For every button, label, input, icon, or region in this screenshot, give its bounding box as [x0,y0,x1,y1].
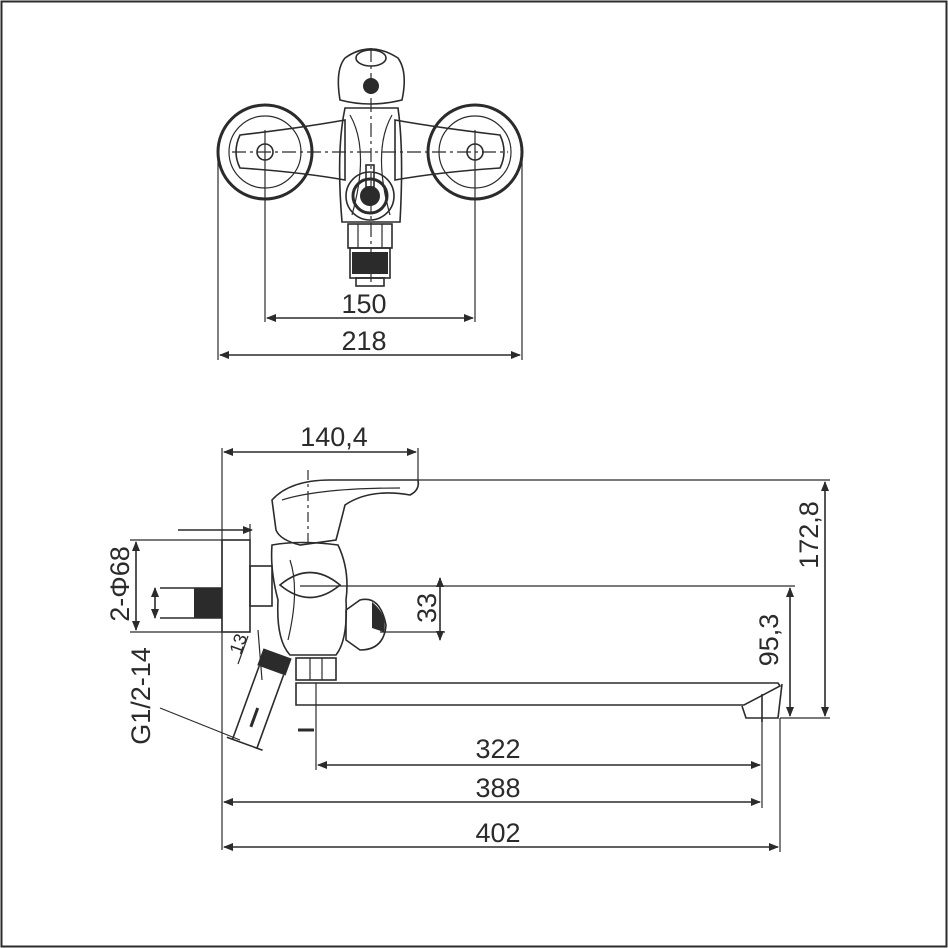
dim-322: 322 [475,734,520,764]
dim-150: 150 [341,289,386,319]
top-view-dimensions: 150 218 [217,130,523,360]
dim-95-3: 95,3 [754,614,784,667]
shower-outlet [226,648,292,751]
dim-g1-2-14: G1/2-14 [126,647,156,745]
wall-flange [221,539,251,633]
dim-140-4: 140,4 [300,422,368,452]
dim-402: 402 [475,818,520,848]
lever-handle-top [337,48,406,105]
top-view-faucet [216,48,524,287]
dim-218: 218 [341,326,386,356]
valve-body [270,541,348,656]
side-view-dimensions [130,448,830,852]
dim-2-phi68: 2-Φ68 [105,546,135,622]
thread-leader [159,707,241,741]
dim-388: 388 [475,773,520,803]
dim-33: 33 [412,593,442,623]
inlet-thread [194,588,222,618]
outlet-nut [347,223,393,249]
side-view-faucet [160,470,783,751]
lever-handle [271,479,420,546]
dim-172-8: 172,8 [794,501,824,569]
diverter-knob-side [345,598,387,651]
diverter-knob [345,171,395,221]
dim-angle-13: 13 [226,631,252,657]
spout [295,682,782,706]
